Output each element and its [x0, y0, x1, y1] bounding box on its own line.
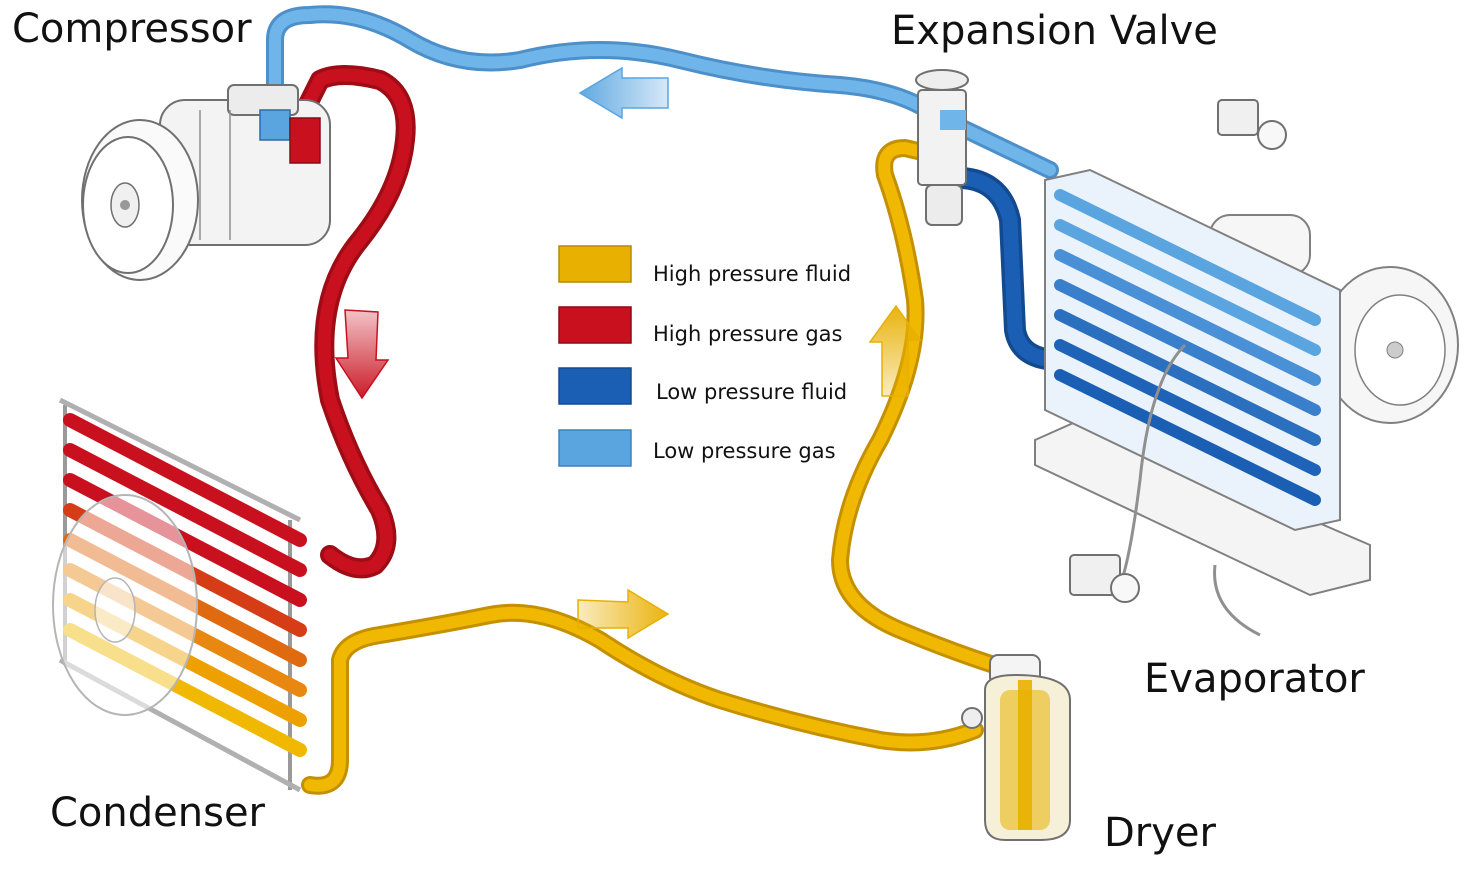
- legend-swatch-high-pressure-gas: [558, 306, 632, 344]
- legend-label-high-pressure-gas: High pressure gas: [653, 322, 842, 346]
- compressor-unit: [81, 84, 331, 281]
- legend-swatch-high-pressure-fluid: [558, 245, 632, 283]
- legend-swatch-low-pressure-gas: [558, 429, 632, 467]
- sensor-icon: [1217, 99, 1287, 150]
- dryer-unit: [961, 654, 1071, 841]
- flow-arrow-icon: [578, 66, 669, 120]
- sensor-icon: [1069, 554, 1140, 603]
- legend-swatch-low-pressure-fluid: [558, 367, 632, 405]
- evaporator-unit: [1034, 99, 1459, 637]
- expansion-valve-unit: [915, 69, 969, 226]
- condenser-label: Condenser: [50, 790, 266, 836]
- legend-label-low-pressure-gas: Low pressure gas: [653, 439, 836, 463]
- condenser-unit: [52, 397, 307, 793]
- flow-arrow-icon: [334, 309, 390, 400]
- legend-label-low-pressure-fluid: Low pressure fluid: [656, 380, 847, 404]
- expansion-valve-label: Expansion Valve: [891, 8, 1218, 54]
- flow-arrow-icon: [577, 588, 670, 640]
- flow-arrow-icon: [868, 304, 922, 397]
- high-pressure-fluid-pipe-upper: [831, 139, 1019, 679]
- evaporator-label: Evaporator: [1144, 656, 1365, 702]
- compressor-label: Compressor: [12, 6, 252, 52]
- legend-label-high-pressure-fluid: High pressure fluid: [653, 262, 851, 286]
- high-pressure-fluid-pipe-lower: [301, 603, 984, 795]
- legend: High pressure fluid High pressure gas Lo…: [558, 245, 851, 467]
- dryer-label: Dryer: [1104, 810, 1217, 856]
